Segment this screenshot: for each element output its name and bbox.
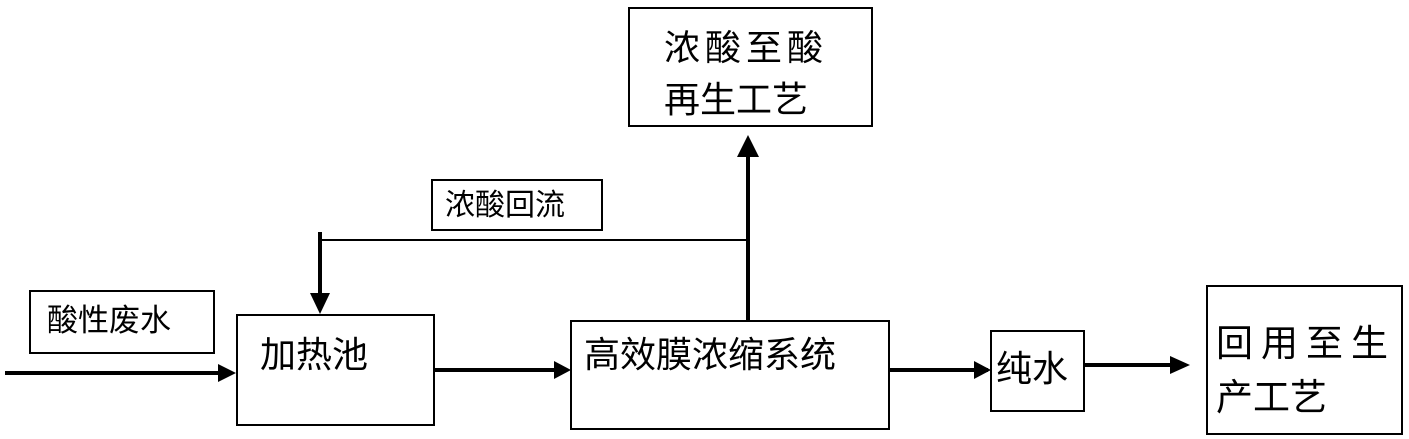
reuse-process-box: 回用至生 产工艺 (1206, 285, 1403, 435)
acid-wastewater-label: 酸性废水 (47, 303, 171, 339)
heating-tank-box: 加热池 (236, 314, 435, 426)
acid-wastewater-box: 酸性废水 (29, 290, 215, 354)
pure-water-label: 纯水 (996, 349, 1069, 390)
arrowhead-purewater (974, 361, 991, 379)
arrowhead-heating (218, 364, 236, 382)
reflux-label: 浓酸回流 (445, 188, 565, 223)
membrane-system-box: 高效膜浓缩系统 (570, 320, 890, 430)
arrowhead-reflux (310, 293, 330, 314)
reflux-label-box: 浓酸回流 (431, 179, 603, 231)
reuse-process-label-line2: 产工艺 (1216, 376, 1327, 419)
conc-acid-regen-box: 浓酸至酸 再生工艺 (628, 7, 873, 127)
conc-acid-regen-label-line2: 再生工艺 (664, 80, 809, 121)
arrowhead-reuse (1170, 356, 1190, 374)
arrowhead-membrane (554, 361, 571, 379)
conc-acid-regen-label-line1: 浓酸至酸 (664, 28, 829, 69)
reuse-process-label-line1: 回用至生 (1216, 322, 1396, 365)
arrowhead-concacid (737, 135, 759, 157)
pure-water-box: 纯水 (990, 330, 1085, 412)
heating-tank-label: 加热池 (260, 335, 369, 376)
membrane-system-label: 高效膜浓缩系统 (584, 335, 837, 376)
